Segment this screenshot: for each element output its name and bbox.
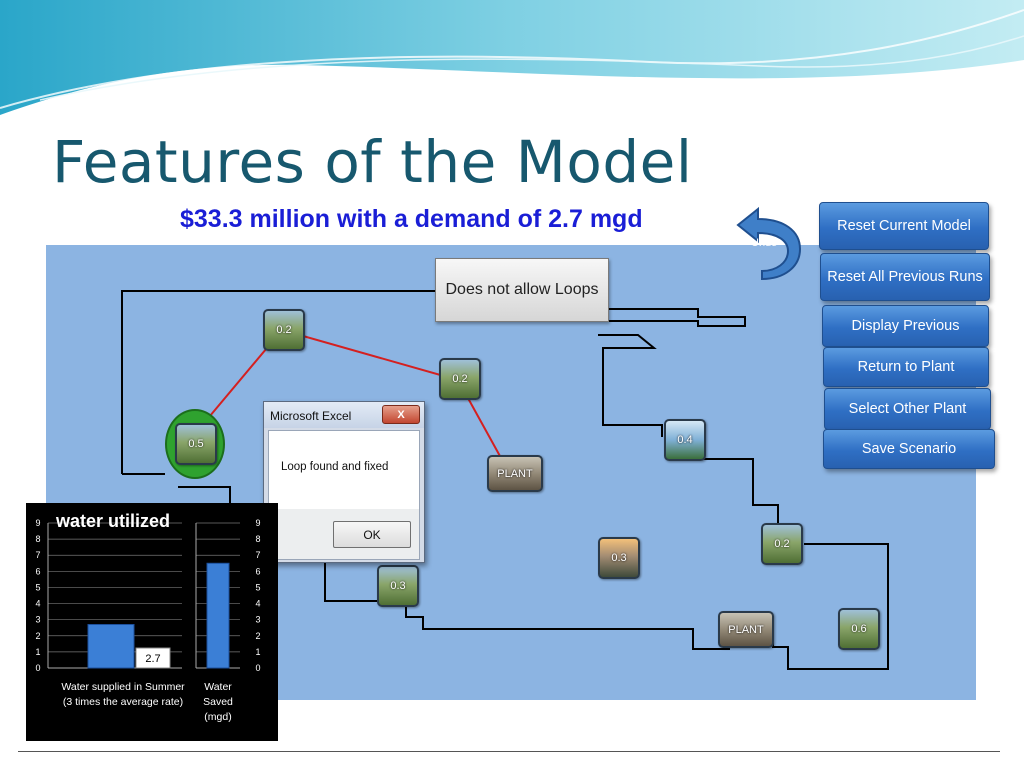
water-utilized-chart: 0 1 2 3 4 5 6 7 8 9 2.7 0 1 2 3 4 5 6 7 8 9 water utilized W…: [26, 503, 278, 741]
demand-node[interactable]: 0.6: [838, 608, 880, 650]
data-label: 2.7: [145, 653, 160, 665]
demand-node[interactable]: 0.2: [439, 358, 481, 400]
y-tick-label: 7: [35, 550, 40, 560]
y-tick-label: 9: [35, 518, 40, 528]
select-other-plant-button[interactable]: Select Other Plant: [824, 388, 991, 430]
y-tick-label: 9: [255, 518, 260, 528]
node-value: PLANT: [497, 467, 533, 480]
y-tick-label: 8: [255, 534, 260, 544]
node-value: PLANT: [728, 623, 764, 636]
return-to-plant-button[interactable]: Return to Plant: [823, 347, 989, 387]
demand-node[interactable]: 0.3: [598, 537, 640, 579]
reset-current-model-button[interactable]: Reset Current Model: [819, 202, 989, 250]
header-swoosh: [0, 0, 1024, 115]
save-scenario-button[interactable]: Save Scenario: [823, 429, 995, 469]
y-tick-label: 1: [255, 647, 260, 657]
demand-node[interactable]: 0.2: [761, 523, 803, 565]
y-tick-label: 0: [255, 663, 260, 673]
y-tick-label: 1: [35, 647, 40, 657]
x-axis-label: Water supplied in Summer (3 times the av…: [61, 681, 185, 708]
x-axis-label: Water Saved (mgd): [203, 681, 233, 723]
chart-title: water utilized: [56, 511, 171, 531]
y-tick-label: 3: [35, 615, 40, 625]
pipe-network: [121, 290, 889, 670]
loop-callout: Does not allow Loops: [435, 258, 609, 322]
plant-node[interactable]: PLANT: [718, 611, 774, 648]
ok-button[interactable]: OK: [333, 521, 411, 548]
reset-all-previous-runs-button[interactable]: Reset All Previous Runs: [820, 253, 990, 301]
model-screenshot: $33.3 million with a demand of 2.7 mgd D…: [18, 197, 1000, 752]
slide-title: Features of the Model: [52, 128, 693, 196]
bar: [87, 624, 135, 669]
demand-node[interactable]: 0.4: [664, 419, 706, 461]
y-tick-label: 4: [255, 599, 260, 609]
dialog-title: Microsoft Excel: [270, 409, 352, 423]
dialog-message: Loop found and fixed: [281, 461, 389, 473]
node-value: 0.6: [851, 623, 867, 635]
undo-arrow-icon[interactable]: [736, 201, 802, 281]
excel-dialog: Microsoft Excel X Loop found and fixed O…: [263, 401, 425, 563]
data-label-box: [135, 647, 171, 669]
dialog-body: Loop found and fixed OK: [268, 430, 420, 560]
node-value: 0.3: [611, 552, 627, 564]
bar: [206, 562, 230, 669]
display-previous-button[interactable]: Display Previous: [822, 305, 989, 347]
y-tick-label: 5: [255, 582, 260, 592]
y-tick-label: 2: [35, 631, 40, 641]
node-value: 0.2: [774, 538, 790, 550]
demand-node[interactable]: 0.3: [377, 565, 419, 607]
y-tick-label: 6: [255, 566, 260, 576]
node-value: 0.5: [188, 438, 204, 450]
y-tick-label: 8: [35, 534, 40, 544]
undo-label[interactable]: Undo: [751, 237, 778, 249]
dialog-footer: OK: [269, 509, 419, 559]
close-button[interactable]: X: [382, 405, 420, 424]
node-value: 0.4: [677, 434, 693, 446]
demand-node[interactable]: 0.5: [175, 423, 217, 465]
y-tick-label: 3: [255, 615, 260, 625]
y-tick-label: 2: [255, 631, 260, 641]
y-tick-label: 0: [35, 663, 40, 673]
y-tick-label: 4: [35, 599, 40, 609]
dialog-titlebar[interactable]: Microsoft Excel X: [264, 402, 424, 428]
slide-divider: [18, 751, 1000, 752]
node-value: 0.2: [276, 324, 292, 336]
y-tick-label: 6: [35, 566, 40, 576]
chart-canvas: 0 1 2 3 4 5 6 7 8 9 2.7 0 1 2 3 4 5 6 7 8 9: [35, 518, 260, 673]
y-tick-label: 7: [255, 550, 260, 560]
plant-node[interactable]: PLANT: [487, 455, 543, 492]
y-tick-label: 5: [35, 582, 40, 592]
node-value: 0.3: [390, 580, 406, 592]
node-value: 0.2: [452, 373, 468, 385]
cost-headline: $33.3 million with a demand of 2.7 mgd: [180, 205, 643, 233]
demand-node[interactable]: 0.2: [263, 309, 305, 351]
